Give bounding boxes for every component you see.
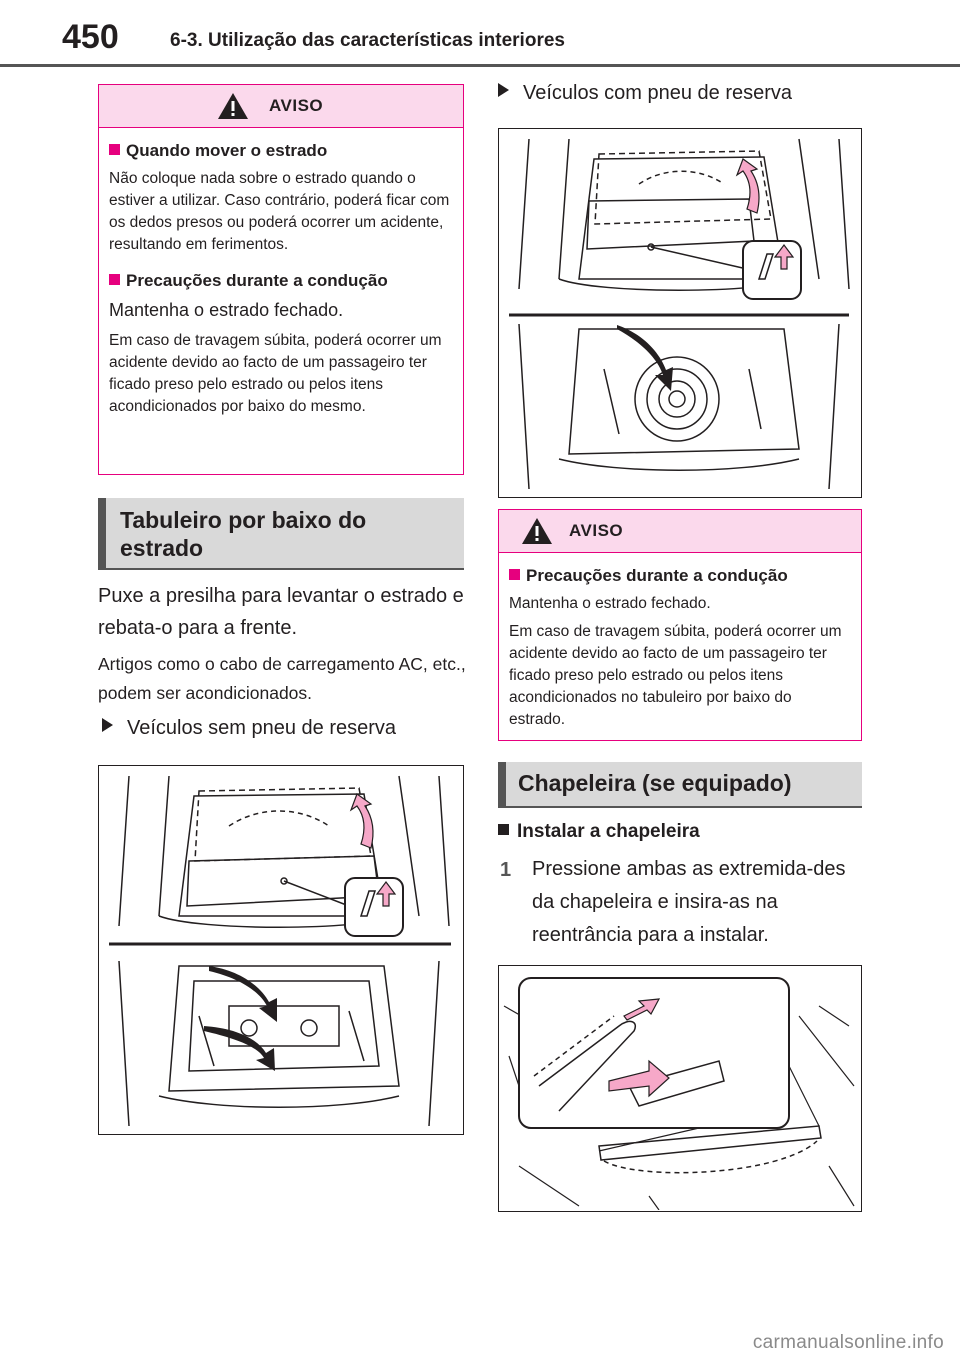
warning-triangle-icon [522,518,552,544]
warning-body: Quando mover o estrado Não coloque nada … [99,128,463,418]
section-heading-text: Tabuleiro por baixo do estrado [120,507,367,561]
warning-paragraph: Mantenha o estrado fechado. [509,595,711,612]
bullet-triangle-icon [498,83,509,97]
warning-box-left: AVISO Quando mover o estrado Não coloque… [98,84,464,475]
bullet-with-spare: Veículos com pneu de reserva [498,80,792,106]
step-text: Pressione ambas as extremida-des da chap… [532,858,846,946]
figure-no-spare-tire [98,765,464,1135]
square-bullet-icon [109,144,120,155]
figure-shelf-install [498,965,862,1212]
shelf-illustration [503,977,855,1210]
trunk-illustration [109,775,451,1127]
section-title: 6-3. Utilização das características inte… [170,30,565,51]
section-heading-text: Chapeleira (se equipado) [518,770,792,796]
step-number: 1 [500,859,512,881]
warning-body: Precauções durante a condução Mantenha o… [499,553,861,731]
warning-triangle-icon [218,93,248,119]
warning-subheading-text: Precauções durante a condução [526,566,788,585]
warning-subheading: Precauções durante a condução [509,565,851,587]
tray-intro: Puxe a presilha para levantar o estrado … [98,585,464,639]
lift-handle-icon [344,877,404,937]
warning-subheading-text: Quando mover o estrado [126,141,328,160]
lift-handle-icon [742,240,802,300]
warning-lead: Mantenha o estrado fechado. [109,300,344,320]
bullet-text: Veículos com pneu de reserva [523,82,793,104]
square-bullet-icon [498,824,509,835]
section-heading-shelf: Chapeleira (se equipado) [498,762,862,806]
page-header: 450 6-3. Utilização das características … [0,0,960,68]
watermark: carmanualsonline.info [752,1332,944,1353]
figure-with-spare-tire [498,128,862,498]
section-heading-tray: Tabuleiro por baixo do estrado [98,498,464,568]
warning-title: AVISO [569,521,624,540]
warning-paragraph: Não coloque nada sobre o estrado quando … [109,170,450,253]
bullet-triangle-icon [102,718,113,732]
warning-subheading: Quando mover o estrado [109,140,453,162]
warning-title: AVISO [269,96,324,115]
tray-note: Artigos como o cabo de carregamento AC, … [98,654,466,703]
header-divider [0,64,960,67]
warning-subheading: Precauções durante a condução [109,270,453,292]
square-bullet-icon [509,569,520,580]
warning-header: AVISO [99,85,463,128]
shelf-subheading: Instalar a chapeleira [498,821,700,843]
trunk-illustration [509,138,850,490]
page-number: 450 [62,18,119,56]
square-bullet-icon [109,274,120,285]
warning-paragraph: Em caso de travagem súbita, poderá ocorr… [109,332,442,415]
heading-underline [98,568,464,570]
warning-subheading-text: Precauções durante a condução [126,271,388,290]
bullet-text: Veículos sem pneu de reserva [127,717,397,739]
warning-header: AVISO [499,510,861,553]
warning-paragraph: Em caso de travagem súbita, poderá ocorr… [509,623,842,728]
shelf-subheading-text: Instalar a chapeleira [517,821,700,842]
warning-box-right: AVISO Precauções durante a condução Mant… [498,509,862,741]
heading-underline [498,806,862,808]
bullet-no-spare: Veículos sem pneu de reserva [102,715,396,741]
